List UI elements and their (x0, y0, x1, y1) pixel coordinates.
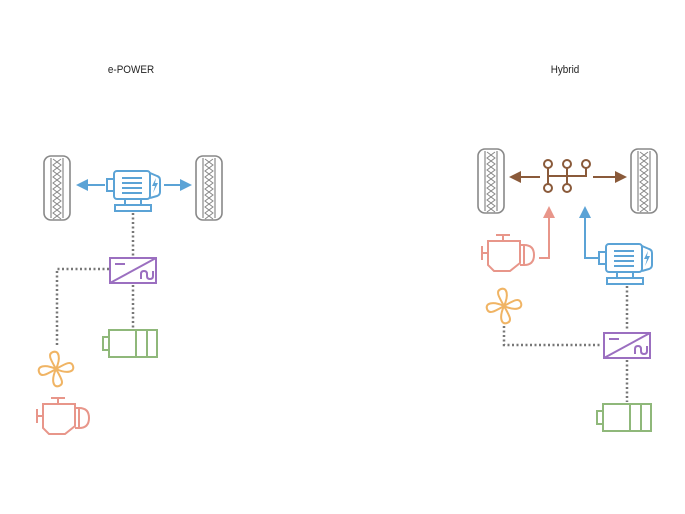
epower-diagram (36, 155, 223, 435)
electric-motor-icon (106, 170, 161, 212)
wheel-icon (477, 148, 505, 214)
generator-icon (37, 350, 75, 388)
hybrid-diagram (477, 148, 658, 432)
epower-title: e-POWER (107, 64, 155, 76)
wheel-icon (43, 155, 71, 221)
motor-drive-arrow (579, 206, 600, 259)
dotted-connector (55, 213, 135, 346)
engine-icon (36, 397, 90, 435)
inverter-icon (603, 332, 651, 359)
dotted-connector (502, 286, 629, 402)
wheel-icon (630, 148, 658, 214)
generator-icon (485, 287, 523, 325)
gearbox-icon (543, 159, 591, 193)
engine-icon (481, 234, 535, 272)
wheel-icon (195, 155, 223, 221)
electric-motor-icon (598, 243, 653, 285)
battery-icon (596, 403, 652, 432)
inverter-icon (109, 257, 157, 284)
hybrid-title: Hybrid (550, 64, 580, 76)
engine-drive-arrow (539, 206, 555, 259)
battery-icon (102, 329, 158, 358)
